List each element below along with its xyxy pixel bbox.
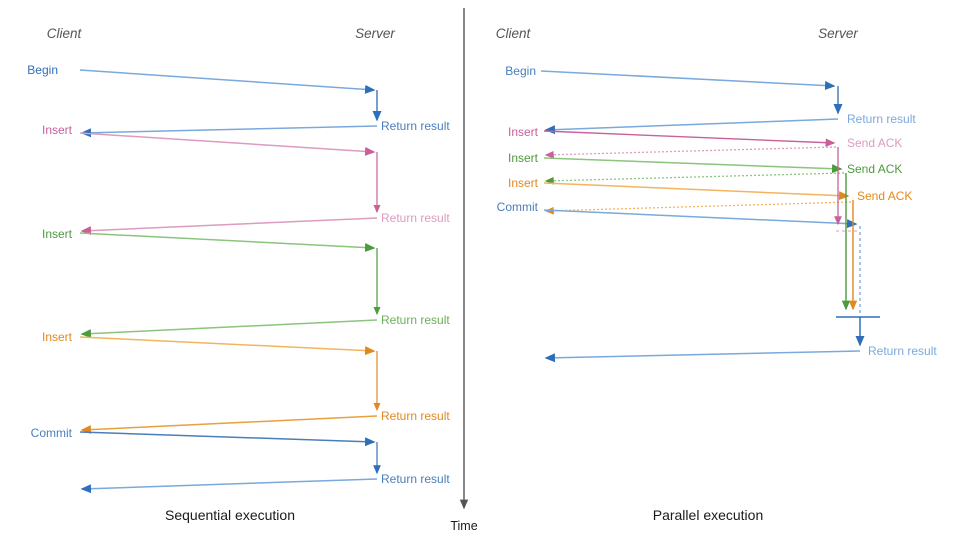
label-insert-green: Insert bbox=[42, 227, 73, 241]
right-ack-pink: Send ACK bbox=[544, 136, 902, 159]
arrow-return-blue-2 bbox=[80, 478, 378, 494]
arrow-right-ack-pink bbox=[544, 146, 837, 159]
right-panel-parallel: Client Server Begin Return result Insert… bbox=[496, 26, 938, 523]
arrow-return-pink bbox=[80, 217, 378, 236]
left-msg-return-pink: Return result bbox=[80, 211, 450, 236]
label-return-result-blue-1: Return result bbox=[381, 119, 450, 133]
left-msg-begin: Begin bbox=[27, 63, 376, 94]
label-right-send-ack-orange: Send ACK bbox=[857, 189, 912, 203]
label-right-insert-orange: Insert bbox=[508, 176, 539, 190]
label-begin: Begin bbox=[27, 63, 58, 77]
left-msg-return-blue-2: Return result bbox=[80, 472, 450, 494]
arrow-begin-request bbox=[79, 69, 376, 94]
label-right-return-result-final: Return result bbox=[868, 344, 937, 358]
time-axis: Time bbox=[450, 8, 478, 533]
right-client-lane-title: Client bbox=[496, 26, 532, 41]
arrow-right-return-final bbox=[544, 350, 861, 363]
left-msg-return-orange: Return result bbox=[80, 409, 450, 435]
left-client-lane-title: Client bbox=[47, 26, 83, 41]
label-return-result-orange: Return result bbox=[381, 409, 450, 423]
label-right-commit: Commit bbox=[497, 200, 539, 214]
right-msg-begin: Begin bbox=[505, 64, 836, 91]
right-ack-orange: Send ACK bbox=[544, 189, 912, 215]
arrow-insert-pink-request bbox=[79, 132, 376, 156]
right-msg-insert-orange: Insert bbox=[508, 176, 850, 201]
time-axis-label: Time bbox=[450, 519, 477, 533]
right-server-lane-title: Server bbox=[818, 26, 858, 41]
left-msg-insert-pink: Insert bbox=[42, 123, 376, 156]
arrow-commit-request bbox=[79, 431, 376, 447]
arrow-right-return-blue-1 bbox=[544, 118, 839, 135]
label-return-result-green: Return result bbox=[381, 313, 450, 327]
right-ack-green: Send ACK bbox=[544, 162, 902, 185]
arrow-right-ack-orange bbox=[544, 201, 852, 215]
left-msg-commit: Commit bbox=[31, 426, 376, 447]
label-right-send-ack-pink: Send ACK bbox=[847, 136, 902, 150]
arrow-right-ack-green bbox=[544, 172, 845, 185]
left-msg-insert-orange: Insert bbox=[42, 330, 376, 356]
label-insert-pink: Insert bbox=[42, 123, 73, 137]
label-return-result-blue-2: Return result bbox=[381, 472, 450, 486]
left-panel-sequential: Client Server Begin Return result Insert bbox=[27, 26, 450, 523]
label-right-return-result-1: Return result bbox=[847, 112, 916, 126]
label-commit: Commit bbox=[31, 426, 73, 440]
left-msg-return-blue-1: Return result bbox=[80, 119, 450, 138]
left-panel-caption: Sequential execution bbox=[165, 507, 295, 523]
arrow-right-commit-request bbox=[543, 209, 858, 229]
left-msg-insert-green: Insert bbox=[42, 227, 376, 253]
right-msg-insert-green: Insert bbox=[508, 151, 843, 174]
arrow-right-insert-orange bbox=[543, 182, 850, 201]
label-insert-orange: Insert bbox=[42, 330, 73, 344]
label-return-result-pink: Return result bbox=[381, 211, 450, 225]
arrow-return-green bbox=[80, 319, 378, 339]
arrow-right-insert-pink bbox=[543, 130, 836, 147]
arrow-return-blue-1 bbox=[80, 125, 378, 138]
right-msg-insert-pink: Insert bbox=[508, 125, 836, 147]
arrow-insert-green-request bbox=[79, 232, 376, 253]
arrow-insert-orange-request bbox=[79, 336, 376, 356]
label-right-insert-green: Insert bbox=[508, 151, 539, 165]
right-msg-return-final: Return result bbox=[544, 344, 937, 363]
label-right-insert-pink: Insert bbox=[508, 125, 539, 139]
arrow-right-begin-request bbox=[540, 70, 836, 91]
left-msg-return-green: Return result bbox=[80, 313, 450, 339]
arrow-return-orange bbox=[80, 415, 378, 435]
arrow-right-insert-green bbox=[543, 157, 843, 174]
left-server-lane-title: Server bbox=[355, 26, 395, 41]
label-right-send-ack-green: Send ACK bbox=[847, 162, 902, 176]
right-msg-commit: Commit bbox=[497, 200, 858, 229]
right-panel-caption: Parallel execution bbox=[653, 507, 764, 523]
right-msg-return-blue-1: Return result bbox=[544, 112, 916, 135]
label-right-begin: Begin bbox=[505, 64, 536, 78]
